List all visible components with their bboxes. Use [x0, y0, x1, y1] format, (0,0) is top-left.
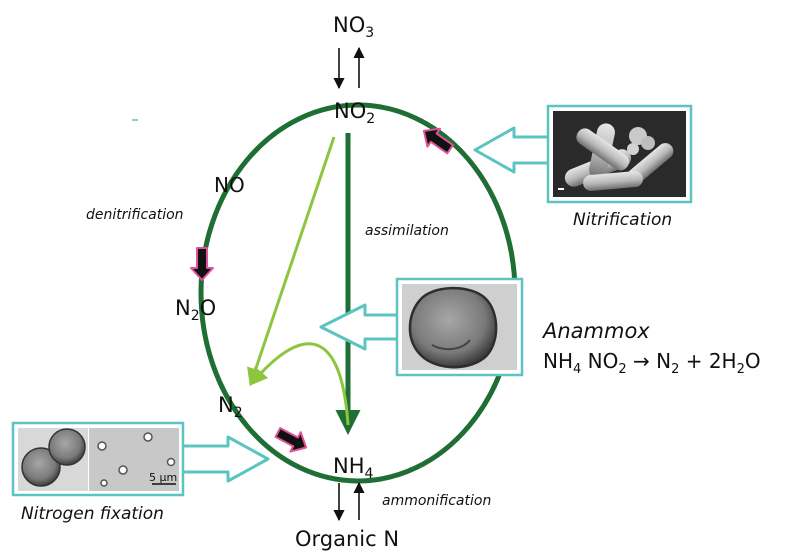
no3-label: NO3: [333, 13, 374, 41]
no2-to-n2-arrow: [247, 136, 336, 387]
ammonification-label: ammonification: [382, 493, 491, 509]
no-label: NO: [214, 173, 245, 197]
nitrification-micrograph: [546, 104, 693, 204]
scale-bar-label: 5 µm: [149, 471, 177, 484]
no2-label: NO2: [334, 99, 375, 127]
n2o-label: N2O: [175, 296, 216, 324]
nitrogen-fixation-micrographs: 5 µm: [11, 421, 185, 497]
nh4-label: NH4: [333, 454, 374, 482]
denitrification-label: denitrification: [86, 207, 184, 223]
fixation-hollow-arrow: [180, 435, 270, 483]
denitrification-flow-arrow: [190, 247, 214, 281]
nitrogen-fixation-label: Nitrogen fixation: [21, 504, 164, 524]
anammox-micrograph: [395, 277, 524, 377]
nitrification-label: Nitrification: [573, 210, 672, 230]
anammox-equation: NH4 NO2 → N2 + 2H2O: [543, 349, 761, 377]
anammox-to-n2-arrow: [249, 342, 350, 426]
nitrification-flow-arrow: [422, 127, 454, 155]
nitrification-hollow-arrow: [473, 126, 551, 174]
assimilation-label: assimilation: [365, 223, 449, 239]
fixation-flow-arrow: [274, 427, 308, 453]
organic-n-label: Organic N: [295, 527, 399, 551]
anammox-hollow-arrow: [319, 303, 400, 351]
anammox-label: Anammox: [541, 319, 650, 343]
n2-label: N2: [218, 393, 243, 421]
